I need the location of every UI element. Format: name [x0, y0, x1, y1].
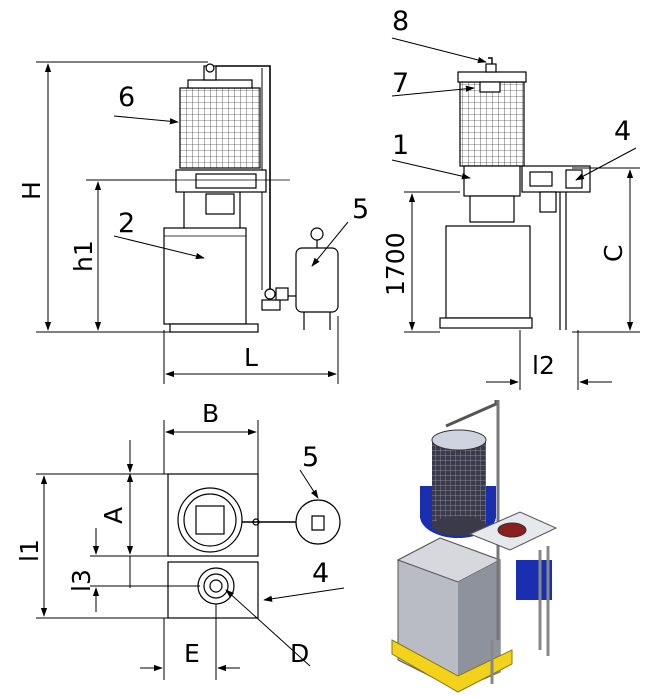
callout-7: 7 — [392, 68, 409, 99]
callout-6: 6 — [118, 82, 135, 113]
dim-B: B — [202, 399, 219, 428]
callout-1: 1 — [392, 130, 409, 161]
callout-5-front: 5 — [352, 194, 369, 225]
dim-E: E — [184, 639, 200, 668]
dim-h1: h1 — [69, 240, 98, 272]
callout-4-top: 4 — [312, 558, 329, 589]
side-view-dimensions — [391, 37, 640, 390]
top-view-dimensions — [36, 420, 345, 680]
callout-8: 8 — [392, 6, 409, 37]
callout-2: 2 — [118, 208, 135, 239]
callout-4-side: 4 — [614, 116, 631, 147]
side-view — [439, 57, 591, 330]
callout-5-top: 5 — [302, 442, 319, 473]
dim-l1: l1 — [15, 539, 44, 562]
receiver-tank — [295, 247, 339, 313]
dim-L: L — [244, 343, 258, 372]
dim-D: D — [290, 639, 309, 668]
side-container — [445, 225, 531, 319]
top-receiver — [295, 499, 341, 545]
front-view — [150, 63, 339, 333]
dim-C: C — [599, 245, 628, 262]
front-view-dimensions — [36, 61, 349, 384]
top-view — [167, 473, 341, 619]
dimension-labels: H h1 L 1700 C l2 B A l1 l3 E D — [15, 181, 628, 668]
side-filter-cartridge — [459, 81, 525, 167]
dim-H: H — [17, 181, 46, 200]
container — [163, 227, 247, 325]
dim-l3: l3 — [67, 569, 96, 592]
filter-cartridge — [179, 87, 261, 169]
dim-A: A — [99, 507, 128, 524]
dim-l2: l2 — [532, 351, 555, 380]
isometric-view — [391, 400, 558, 693]
callout-labels: 6 2 5 8 7 1 4 5 4 — [118, 6, 631, 589]
dim-1700: 1700 — [381, 232, 410, 296]
